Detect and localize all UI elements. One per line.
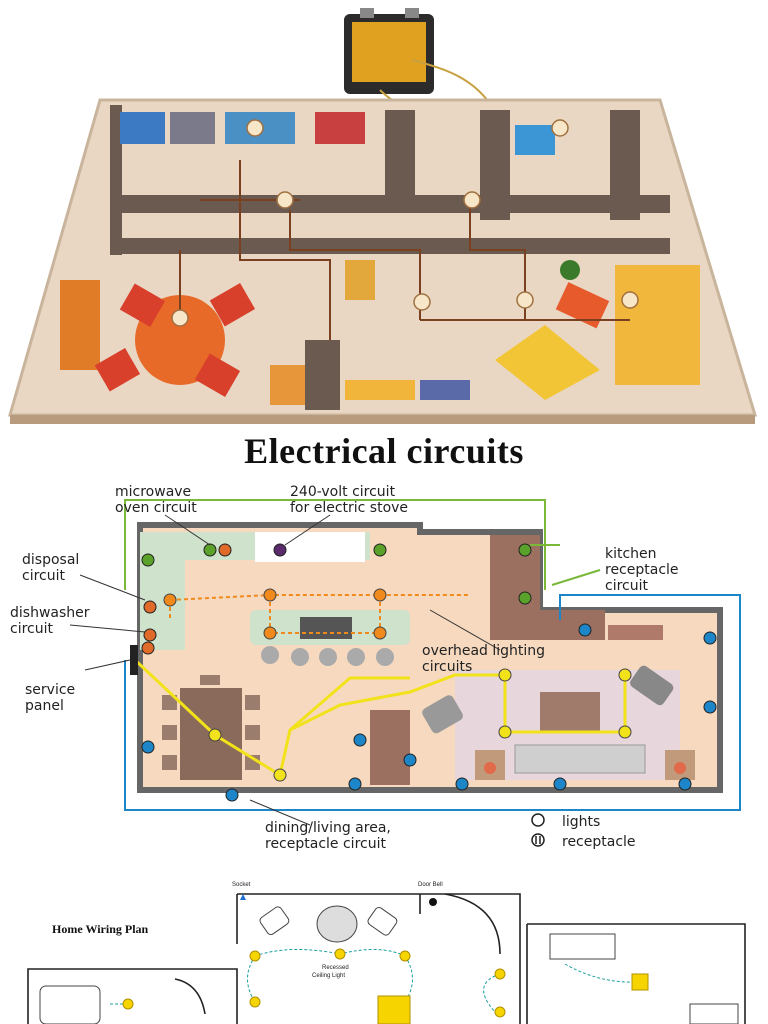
service-panel	[130, 645, 138, 675]
receptacles	[141, 543, 717, 802]
svg-text:lights: lights	[562, 814, 600, 830]
recessed-lights	[122, 948, 649, 1024]
svg-text:circuit: circuit	[22, 568, 65, 584]
svg-text:disposal: disposal	[22, 552, 79, 568]
battery-icon	[344, 8, 501, 121]
receptacle-wire	[124, 594, 741, 811]
svg-text:Home Wiring Plan: Home Wiring Plan	[52, 922, 149, 936]
svg-text:circuit: circuit	[10, 621, 53, 637]
socket-icon	[240, 894, 246, 900]
svg-text:overhead lighting: overhead lighting	[422, 643, 545, 659]
light-fixtures	[208, 668, 632, 782]
svg-text:Socket: Socket	[232, 882, 251, 888]
kitchen-wire	[124, 499, 601, 590]
lights-legend-icon	[531, 813, 545, 827]
svg-text:circuit: circuit	[605, 578, 648, 594]
svg-text:circuits: circuits	[422, 659, 472, 675]
board-furniture	[60, 112, 700, 405]
legend: lights receptacle	[531, 813, 636, 850]
svg-text:for electric stove: for electric stove	[290, 500, 408, 516]
svg-text:receptacle circuit: receptacle circuit	[265, 836, 386, 852]
floor-plan	[137, 522, 723, 793]
svg-text:receptacle: receptacle	[562, 834, 636, 850]
lighting-wire	[133, 658, 627, 778]
svg-text:Door Bell: Door Bell	[418, 882, 443, 888]
svg-text:microwave: microwave	[115, 484, 191, 500]
door-bell-icon	[429, 898, 437, 906]
svg-text:panel: panel	[25, 698, 64, 714]
receptacle-legend-icon	[531, 833, 545, 847]
svg-text:dining/living area,: dining/living area,	[265, 820, 391, 836]
svg-text:receptacle: receptacle	[605, 562, 679, 578]
svg-text:Recessed: Recessed	[322, 965, 349, 971]
home-wiring-plan: Home Wiring Plan Socket Door Bell Recess…	[27, 882, 746, 1024]
svg-text:Ceiling Light: Ceiling Light	[312, 973, 345, 979]
svg-text:oven circuit: oven circuit	[115, 500, 197, 516]
svg-text:dishwasher: dishwasher	[10, 605, 90, 621]
svg-text:service: service	[25, 682, 75, 698]
wiring-board-photo	[8, 8, 758, 424]
svg-text:240-volt circuit: 240-volt circuit	[290, 484, 396, 500]
kitchen-circuits-diagram: microwave oven circuit 240-volt circuit …	[10, 484, 741, 852]
svg-text:kitchen: kitchen	[605, 546, 657, 562]
page-title: Electrical circuits	[244, 431, 524, 471]
